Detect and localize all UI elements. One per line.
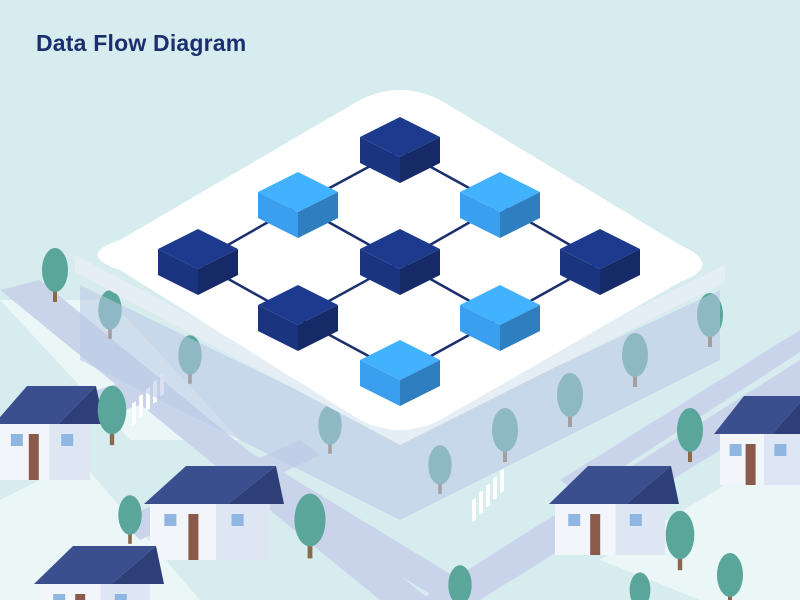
- tree-crown: [629, 572, 651, 600]
- diagram-title: Data Flow Diagram: [36, 30, 247, 56]
- node-n5: [360, 229, 440, 295]
- tree: [448, 565, 472, 600]
- node-n2: [258, 172, 338, 238]
- crosswalk-stripe: [132, 401, 136, 426]
- node-n6: [560, 229, 640, 295]
- tree: [294, 493, 326, 559]
- house-window: [114, 594, 127, 600]
- crosswalk-stripe: [139, 394, 143, 419]
- tree: [42, 248, 68, 302]
- node-n7: [258, 285, 338, 351]
- node-right-face: [500, 305, 540, 351]
- house-window: [10, 434, 23, 446]
- house-door: [590, 514, 601, 555]
- house-door: [28, 434, 39, 480]
- node-n3: [460, 172, 540, 238]
- house-roof-gable: [111, 546, 164, 584]
- platform-shadow: [80, 285, 720, 520]
- house-roof-gable: [58, 386, 104, 424]
- house-roof: [714, 396, 800, 434]
- node-right-face: [400, 249, 440, 295]
- tree-crown: [294, 493, 326, 547]
- house-roof-gable: [626, 466, 679, 504]
- house-roof-gable: [228, 466, 284, 504]
- node-right-face: [198, 249, 238, 295]
- house-window: [774, 444, 787, 456]
- tree: [97, 385, 127, 446]
- node-n1: [360, 117, 440, 183]
- node-left-face: [560, 249, 600, 295]
- node-right-face: [298, 305, 338, 351]
- node-n4: [158, 229, 238, 295]
- node-right-face: [400, 137, 440, 183]
- house-window: [164, 514, 177, 526]
- house-door: [745, 444, 756, 485]
- house-side-wall: [100, 580, 150, 600]
- house-roof: [144, 466, 276, 504]
- tree-crown: [118, 495, 142, 535]
- house: [549, 466, 679, 555]
- house-window: [61, 434, 74, 446]
- node-left-face: [258, 192, 298, 238]
- house-side-wall: [764, 430, 800, 485]
- crosswalk-stripe: [493, 476, 497, 501]
- nodes-layer: [158, 117, 640, 406]
- node-left-face: [258, 305, 298, 351]
- crosswalk-stripe: [479, 490, 483, 515]
- tree-crown: [448, 565, 472, 600]
- node-right-face: [400, 360, 440, 406]
- node-n9: [360, 340, 440, 406]
- tree: [665, 510, 695, 571]
- house-door: [188, 514, 199, 560]
- node-left-face: [158, 249, 198, 295]
- tree-crown: [42, 248, 68, 292]
- node-n8: [460, 285, 540, 351]
- tree-crown: [677, 408, 703, 452]
- node-left-face: [460, 305, 500, 351]
- house: [144, 466, 284, 560]
- house-side-wall: [216, 500, 270, 560]
- house-roof: [549, 466, 671, 504]
- house-window: [629, 514, 642, 526]
- house: [0, 386, 104, 480]
- road: [560, 330, 800, 495]
- tree-crown: [97, 385, 127, 435]
- tree: [629, 572, 651, 600]
- house-roof: [34, 546, 156, 584]
- house: [714, 396, 800, 485]
- crosswalk-stripe: [472, 498, 476, 522]
- house-side-wall: [615, 500, 665, 555]
- node-left-face: [360, 249, 400, 295]
- tree-crown: [717, 553, 743, 597]
- node-left-face: [360, 137, 400, 183]
- house-roof: [0, 386, 96, 424]
- node-left-face: [460, 192, 500, 238]
- node-right-face: [298, 192, 338, 238]
- node-right-face: [500, 192, 540, 238]
- tree: [118, 495, 142, 544]
- house-window: [568, 514, 581, 526]
- node-right-face: [600, 249, 640, 295]
- tree-crown: [665, 510, 695, 560]
- house-window: [53, 594, 66, 600]
- house-door: [75, 594, 86, 600]
- house-window: [231, 514, 244, 526]
- node-left-face: [360, 360, 400, 406]
- house-window: [729, 444, 742, 456]
- house: [34, 546, 164, 600]
- house-side-wall: [49, 420, 90, 480]
- crosswalk-stripe: [500, 468, 504, 493]
- crosswalk-stripe: [486, 483, 490, 508]
- houses-layer: [0, 386, 800, 600]
- tree: [677, 408, 703, 462]
- tree: [717, 553, 743, 600]
